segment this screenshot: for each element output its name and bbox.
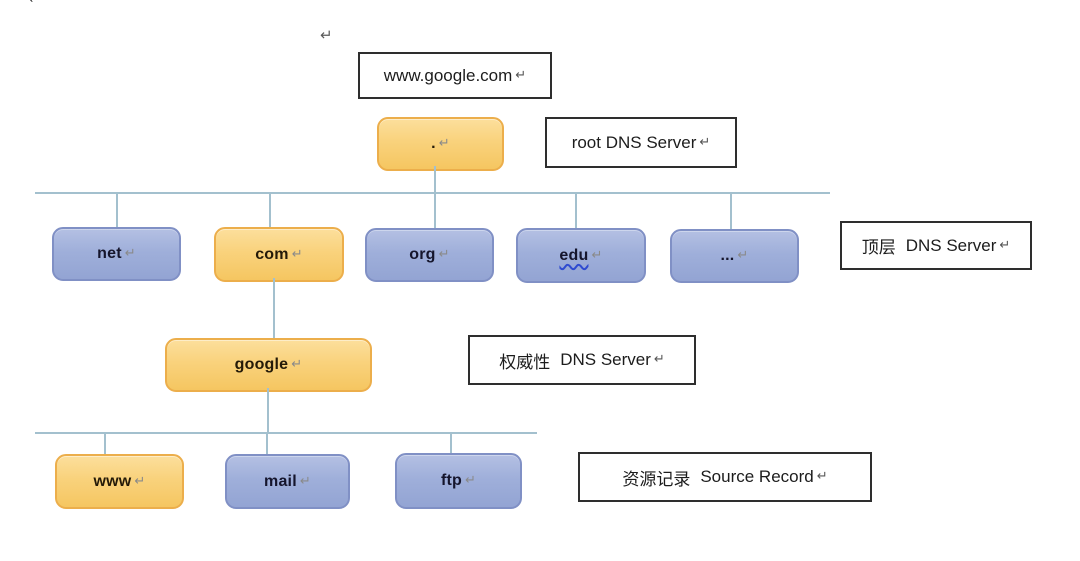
return-mark: ↵ — [291, 245, 303, 261]
tld-org-label: org — [409, 246, 436, 263]
record-bus-line — [35, 432, 537, 434]
return-mark: ↵ — [699, 133, 711, 149]
tld-node-edu: edu↵ — [516, 228, 646, 283]
return-mark: ↵ — [737, 247, 749, 262]
record-mail-label: mail — [264, 472, 297, 490]
resource-record-label: 资源记录 Source Record↵ — [578, 452, 872, 502]
root-dns-server-label: root DNS Server↵ — [545, 117, 737, 168]
stray-formatting-mark: ˋ — [29, 0, 34, 15]
connector-bus-to-edu — [575, 193, 577, 229]
return-mark: ↵ — [515, 66, 527, 82]
return-mark: ↵ — [999, 236, 1011, 252]
record-node-www: www↵ — [55, 454, 184, 509]
tld-edu-label: edu — [559, 246, 589, 264]
query-domain-text: www.google.com — [383, 65, 513, 85]
tld-net-label: net — [97, 245, 122, 262]
return-mark: ↵ — [464, 472, 477, 487]
record-ftp-label: ftp — [440, 472, 462, 489]
return-mark: ↵ — [816, 468, 828, 483]
root-label-text: root DNS Server — [571, 132, 697, 152]
return-mark: ↵ — [438, 246, 450, 261]
authoritative-dns-label: 权威性 DNS Server↵ — [468, 335, 696, 385]
resource-label-en: Source Record — [700, 467, 814, 486]
root-dns-node: .↵ — [377, 117, 504, 171]
return-mark: ↵ — [591, 246, 603, 262]
return-mark: ↵ — [299, 472, 311, 488]
top-level-dns-label: 顶层 DNS Server↵ — [840, 221, 1032, 270]
google-node-label: google — [234, 356, 289, 373]
tld-node-org: org↵ — [365, 228, 494, 282]
authoritative-label-en: DNS Server — [560, 350, 651, 369]
return-mark: ↵ — [653, 351, 665, 366]
connector-google-to-bus — [267, 388, 269, 433]
connector-bus-to-net — [116, 193, 118, 228]
record-node-mail: mail↵ — [225, 454, 350, 509]
connector-com-to-google — [273, 278, 275, 338]
return-mark: ↵ — [291, 356, 303, 371]
return-mark: ↵ — [438, 135, 450, 150]
domain-node-google: google↵ — [165, 338, 372, 392]
record-node-ftp: ftp↵ — [395, 453, 522, 509]
connector-bus-to-mail — [266, 433, 268, 455]
tld-bus-line — [35, 192, 830, 194]
return-mark: ↵ — [134, 472, 146, 488]
top-level-label-en: DNS Server — [905, 235, 997, 255]
return-mark: ↵ — [124, 245, 136, 260]
tld-ellipsis-label: ... — [720, 247, 735, 264]
connector-bus-to-dots — [730, 193, 732, 230]
connector-bus-to-com — [269, 193, 271, 228]
tld-com-label: com — [255, 245, 289, 263]
record-www-label: www — [93, 472, 132, 490]
tld-node-ellipsis: ...↵ — [670, 229, 799, 283]
connector-bus-to-ftp — [450, 433, 452, 454]
connector-bus-to-www — [104, 433, 106, 455]
tld-node-com: com↵ — [214, 227, 344, 282]
query-domain-box: www.google.com↵ — [358, 52, 552, 99]
top-level-label-cn: 顶层 — [861, 238, 896, 257]
tld-node-net: net↵ — [52, 227, 181, 281]
connector-root-to-bus — [434, 166, 436, 228]
paragraph-return-mark: ↵ — [320, 27, 333, 44]
resource-label-cn: 资源记录 — [622, 469, 691, 489]
root-node-label: . — [431, 135, 436, 152]
authoritative-label-cn: 权威性 — [499, 352, 551, 372]
